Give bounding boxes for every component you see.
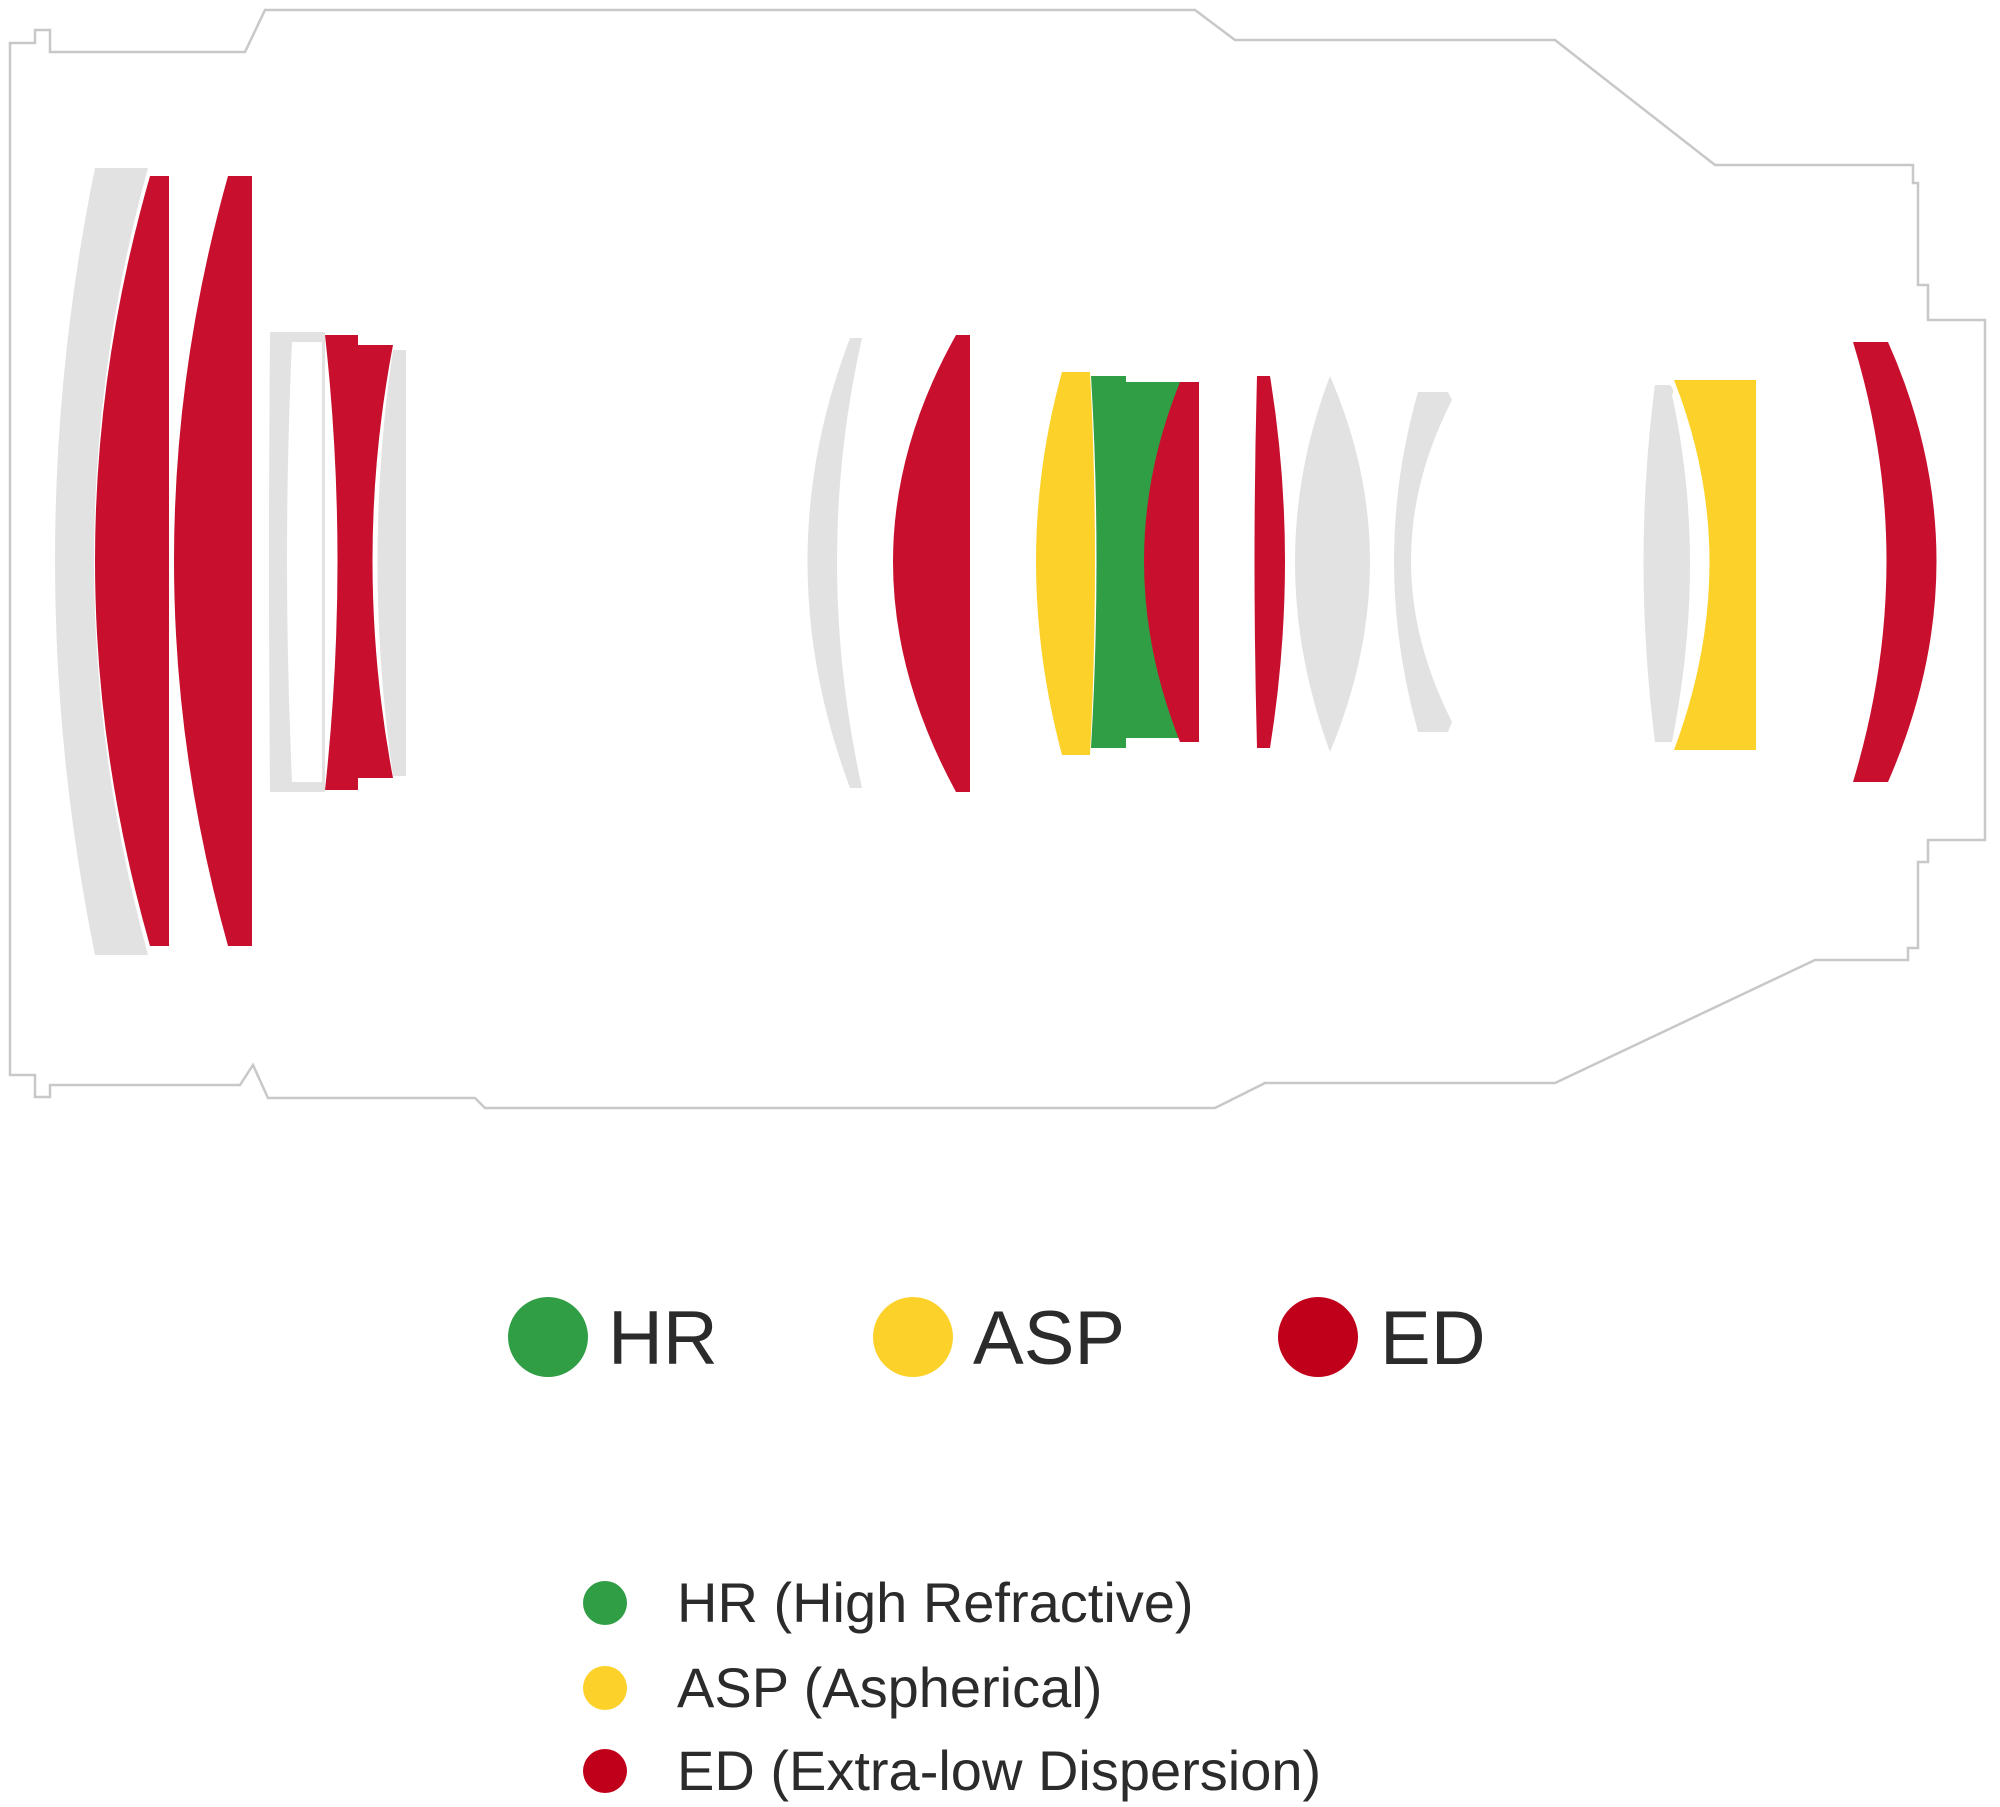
lens-element-17-ed xyxy=(1853,342,1937,782)
legend-hr-label: HR xyxy=(608,1296,718,1381)
lens-element-4-standard xyxy=(269,332,325,792)
lens-element-6-standard xyxy=(377,350,406,776)
lens-element-16-asp xyxy=(1674,380,1756,750)
lens-element-8-ed xyxy=(893,335,970,792)
legend-asp-label: ASP xyxy=(973,1296,1125,1381)
legend-ed-label: ED xyxy=(1380,1296,1486,1381)
lens-element-3-ed xyxy=(174,176,252,946)
legend-detail-hr-marker xyxy=(583,1581,627,1625)
legend-detail-asp-marker xyxy=(583,1666,627,1710)
legend-detail-ed-marker xyxy=(583,1749,627,1793)
legend-detail-hr-label: HR (High Refractive) xyxy=(677,1571,1194,1634)
legend-hr-marker xyxy=(508,1297,588,1377)
lens-element-13-standard xyxy=(1295,376,1370,752)
legend-primary: HR ASP ED xyxy=(508,1296,1486,1381)
lens-element-11-ed xyxy=(1144,382,1199,742)
legend-detailed: HR (High Refractive) ASP (Aspherical) ED… xyxy=(583,1571,1321,1802)
lens-element-12-ed xyxy=(1254,376,1285,748)
lens-element-7-standard xyxy=(807,338,862,788)
legend-detail-asp-label: ASP (Aspherical) xyxy=(677,1656,1102,1719)
lens-element-9-asp xyxy=(1036,372,1095,755)
lens-element-14-standard xyxy=(1394,392,1452,732)
legend-detail-ed-label: ED (Extra-low Dispersion) xyxy=(677,1739,1321,1802)
lens-element-15-standard xyxy=(1643,385,1690,742)
lens-barrel-outline xyxy=(8,8,1987,1110)
legend-ed-marker xyxy=(1278,1297,1358,1377)
lens-element-2-ed xyxy=(95,176,169,946)
legend-asp-marker xyxy=(873,1297,953,1377)
lens-element-5-ed xyxy=(325,335,393,790)
lens-element-1-standard xyxy=(55,168,148,955)
